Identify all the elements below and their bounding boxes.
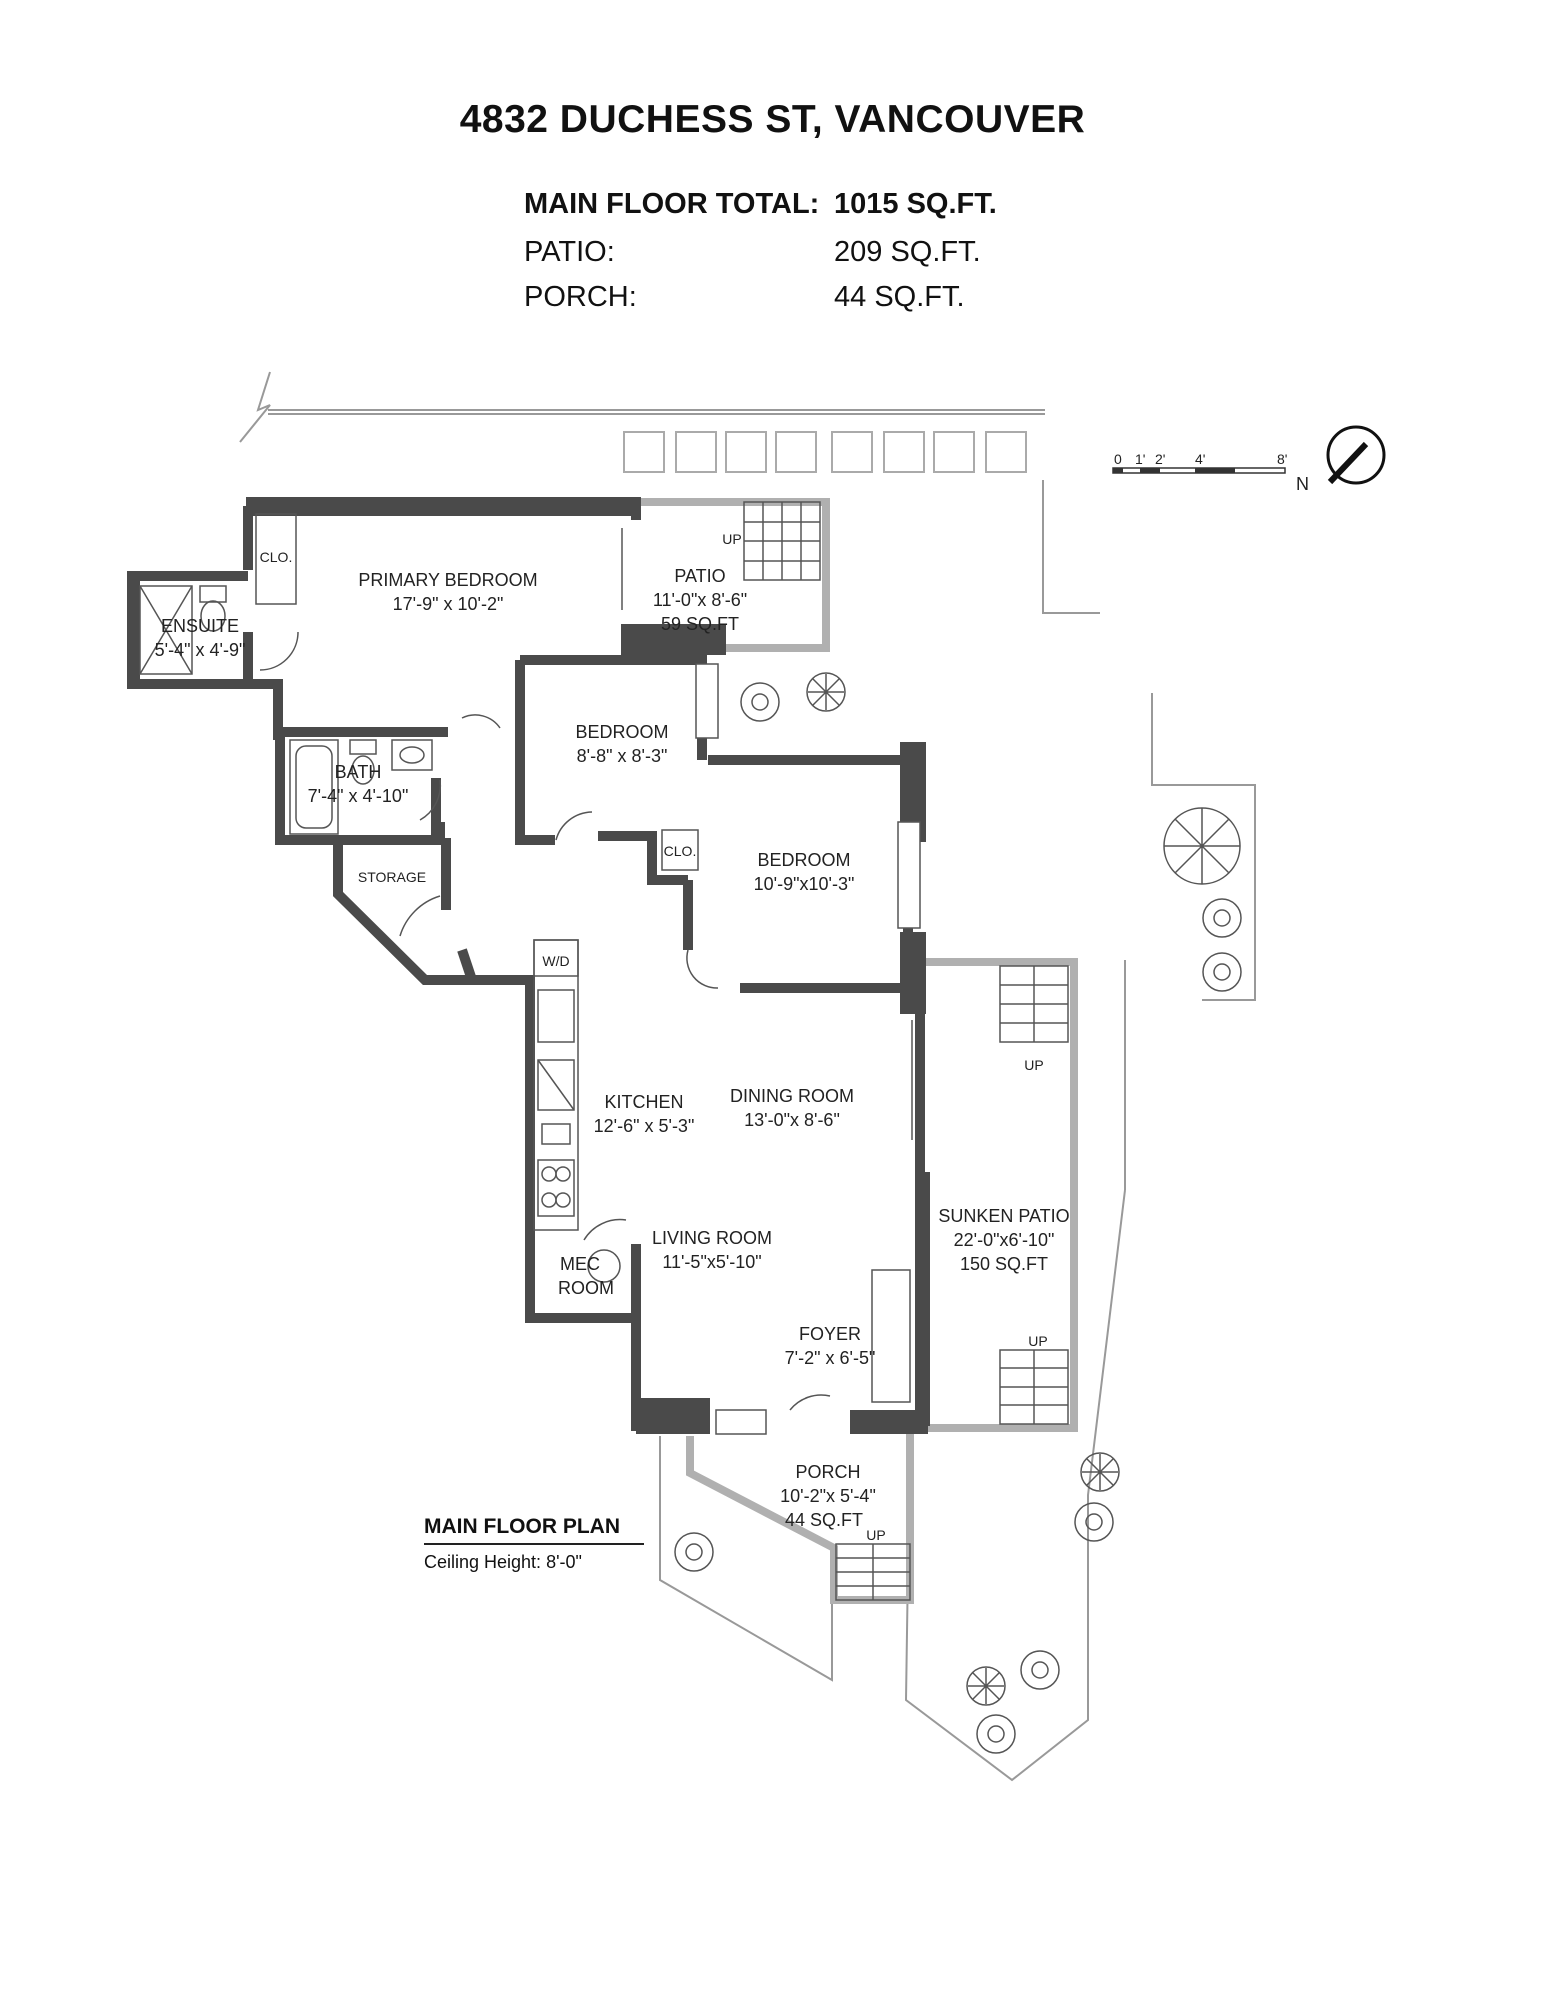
tree-icon [1080, 1452, 1120, 1492]
patio-area: 59 SQ.FT [661, 614, 739, 634]
area-label: PORCH: [524, 281, 637, 313]
sunken-patio-dims: 22'-0"x6'-10" [954, 1230, 1055, 1250]
windows [695, 663, 921, 1435]
kitchen-dims: 12'-6" x 5'-3" [594, 1116, 695, 1136]
sunken-patio-name: SUNKEN PATIO [938, 1206, 1069, 1226]
tree-icon [674, 1532, 714, 1572]
scale-tick: 2' [1155, 451, 1165, 467]
mec-room-line1: MEC [560, 1254, 600, 1274]
stair-up-label: UP [1028, 1333, 1047, 1349]
north-label: N [1296, 474, 1309, 494]
tree-icon [1020, 1650, 1060, 1690]
room-labels: PRIMARY BEDROOM 17'-9" x 10'-2" ENSUITE … [155, 531, 1070, 1543]
area-value: 1015 SQ.FT. [834, 188, 997, 220]
fence-posts [623, 431, 1027, 473]
thick-wall-sections [128, 502, 930, 1434]
interior-walls [127, 497, 925, 1431]
porch-name: PORCH [795, 1462, 860, 1482]
north-arrow-icon: N [1296, 425, 1386, 494]
doors [259, 528, 913, 1411]
scale-tick: 4' [1195, 451, 1205, 467]
tree-icons [674, 672, 1242, 1754]
tree-icon [966, 1666, 1006, 1706]
dining-room-dims: 13'-0"x 8'-6" [744, 1110, 840, 1130]
tree-icon [740, 682, 780, 722]
site-outline [659, 480, 1256, 1782]
kitchen-name: KITCHEN [604, 1092, 683, 1112]
tree-icon [1202, 952, 1242, 992]
fixtures [139, 513, 911, 1403]
washer-dryer-label: W/D [542, 953, 569, 969]
scale-bar: 0 1' 2' 4' 8' [1112, 451, 1287, 474]
sunken-patio-area: 150 SQ.FT [960, 1254, 1048, 1274]
area-value: 209 SQ.FT. [834, 236, 981, 268]
tree-icon [1202, 898, 1242, 938]
mec-room-line2: ROOM [558, 1278, 614, 1298]
stairs [743, 501, 1069, 1601]
stair-up-label: UP [1024, 1057, 1043, 1073]
dining-room-name: DINING ROOM [730, 1086, 854, 1106]
bedroom-2-name: BEDROOM [575, 722, 668, 742]
ceiling-height: Ceiling Height: 8'-0" [424, 1552, 582, 1572]
foyer-dims: 7'-2" x 6'-5" [785, 1348, 876, 1368]
porch-area: 44 SQ.FT [785, 1510, 863, 1530]
patio-dims: 11'-0"x 8'-6" [653, 590, 747, 610]
foyer-name: FOYER [799, 1324, 861, 1344]
scale-tick: 8' [1277, 451, 1287, 467]
bedroom-3-dims: 10'-9"x10'-3" [754, 874, 855, 894]
plan-title: MAIN FLOOR PLAN [424, 1515, 644, 1545]
scale-tick: 1' [1135, 451, 1145, 467]
area-label: MAIN FLOOR TOTAL: [524, 188, 820, 220]
storage-name: STORAGE [358, 869, 426, 885]
stair-up-label: UP [722, 531, 741, 547]
living-room-name: LIVING ROOM [652, 1228, 772, 1248]
closet-label: CLO. [260, 549, 293, 565]
bath-dims: 7'-4" x 4'-10" [308, 786, 409, 806]
primary-bedroom-dims: 17'-9" x 10'-2" [393, 594, 504, 614]
living-room-dims: 11'-5"x5'-10" [662, 1252, 761, 1272]
tree-icon [976, 1714, 1016, 1754]
tree-icon [1074, 1502, 1114, 1542]
porch-dims: 10'-2"x 5'-4" [780, 1486, 876, 1506]
ensuite-dims: 5'-4" x 4'-9" [155, 640, 246, 660]
ensuite-name: ENSUITE [161, 616, 239, 636]
stair-up-label: UP [866, 1527, 885, 1543]
scale-tick: 0 [1114, 451, 1122, 467]
tree-icon [806, 672, 846, 712]
bath-name: BATH [335, 762, 382, 782]
primary-bedroom-name: PRIMARY BEDROOM [358, 570, 537, 590]
closet-label: CLO. [664, 843, 697, 859]
area-value: 44 SQ.FT. [834, 281, 965, 313]
bedroom-2-dims: 8'-8" x 8'-3" [577, 746, 668, 766]
address-title: 4832 DUCHESS ST, VANCOUVER [459, 98, 1086, 141]
patio-name: PATIO [674, 566, 725, 586]
property-line [239, 371, 1045, 443]
tree-icon [1163, 807, 1241, 885]
area-label: PATIO: [524, 236, 615, 268]
bedroom-3-name: BEDROOM [757, 850, 850, 870]
